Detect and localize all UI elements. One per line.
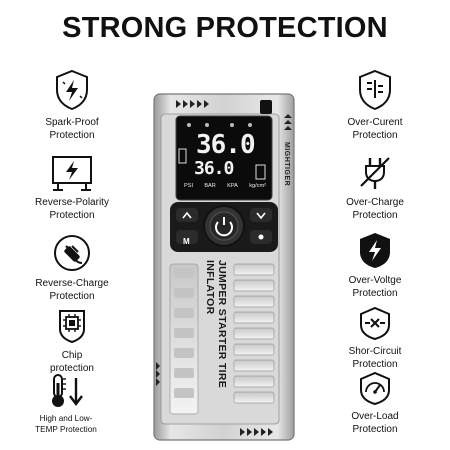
- feature-label: Over-Charge Protection: [346, 197, 404, 221]
- unit-psi: PSI: [184, 183, 194, 189]
- feature-over-charge: Over-Charge Protection: [325, 152, 425, 222]
- reverse-polarity-icon: [52, 156, 92, 191]
- mode-button-label: M: [183, 237, 190, 246]
- feature-label: Shor-Circuit Protection: [348, 346, 402, 370]
- lcd-units: PSI BAR KPA kg/cm²: [184, 183, 266, 189]
- feature-label: Reverse-Polarity Protection: [35, 197, 109, 221]
- brand-label: MIGHTIGER: [283, 142, 290, 187]
- feature-label: Spark-Proof Protection: [45, 117, 99, 141]
- over-charge-icon: [360, 157, 390, 189]
- feature-label: Over-Load Protection: [351, 411, 399, 435]
- thermometer-icon: [52, 374, 83, 407]
- feature-reverse-polarity: Reverse-Polarity Protection: [22, 154, 122, 222]
- unit-kpa: KPA: [227, 183, 238, 189]
- feature-label: High and Low- TEMP Protection: [35, 414, 97, 434]
- plug-icon: [54, 235, 90, 271]
- unit-kgcm: kg/cm²: [249, 183, 266, 189]
- over-voltage-icon: [360, 233, 390, 268]
- feature-short-circuit: Shor-Circuit Protection: [325, 305, 425, 371]
- lcd-bottom-readout: 36.0: [194, 158, 234, 179]
- feature-chip: Chip protection: [22, 305, 122, 375]
- feature-over-load: Over-Load Protection: [325, 370, 425, 436]
- over-current-shield-icon: [359, 69, 391, 111]
- feature-reverse-charge: Reverse-Charge Protection: [22, 233, 122, 303]
- device-body: [153, 93, 295, 441]
- feature-over-current: Over-Curent Protection: [325, 68, 425, 142]
- jump-starter-device: 36.0 36.0 PSI BAR KPA kg/cm² M MIGHTIGER…: [152, 92, 296, 442]
- short-circuit-icon: [360, 306, 390, 341]
- feature-temperature: High and Low- TEMP Protection: [10, 373, 122, 435]
- spark-shield-icon: [56, 69, 88, 111]
- gauge-icon: [360, 371, 390, 406]
- device-name-label: JUMPER STARTER TIRE INFLATOR: [204, 260, 228, 389]
- lcd-top-readout: 36.0: [196, 130, 256, 160]
- page-title: STRONG PROTECTION: [62, 12, 388, 44]
- feature-spark-proof: Spark-Proof Protection: [22, 68, 122, 142]
- chip-icon: [59, 310, 85, 344]
- feature-over-voltage: Over-Voltge Protection: [325, 230, 425, 300]
- unit-bar: BAR: [204, 183, 216, 189]
- feature-label: Reverse-Charge Protection: [35, 278, 109, 302]
- feature-label: Over-Curent Protection: [347, 117, 403, 141]
- feature-label: Chip protection: [50, 350, 94, 374]
- feature-label: Over-Voltge Protection: [348, 275, 402, 299]
